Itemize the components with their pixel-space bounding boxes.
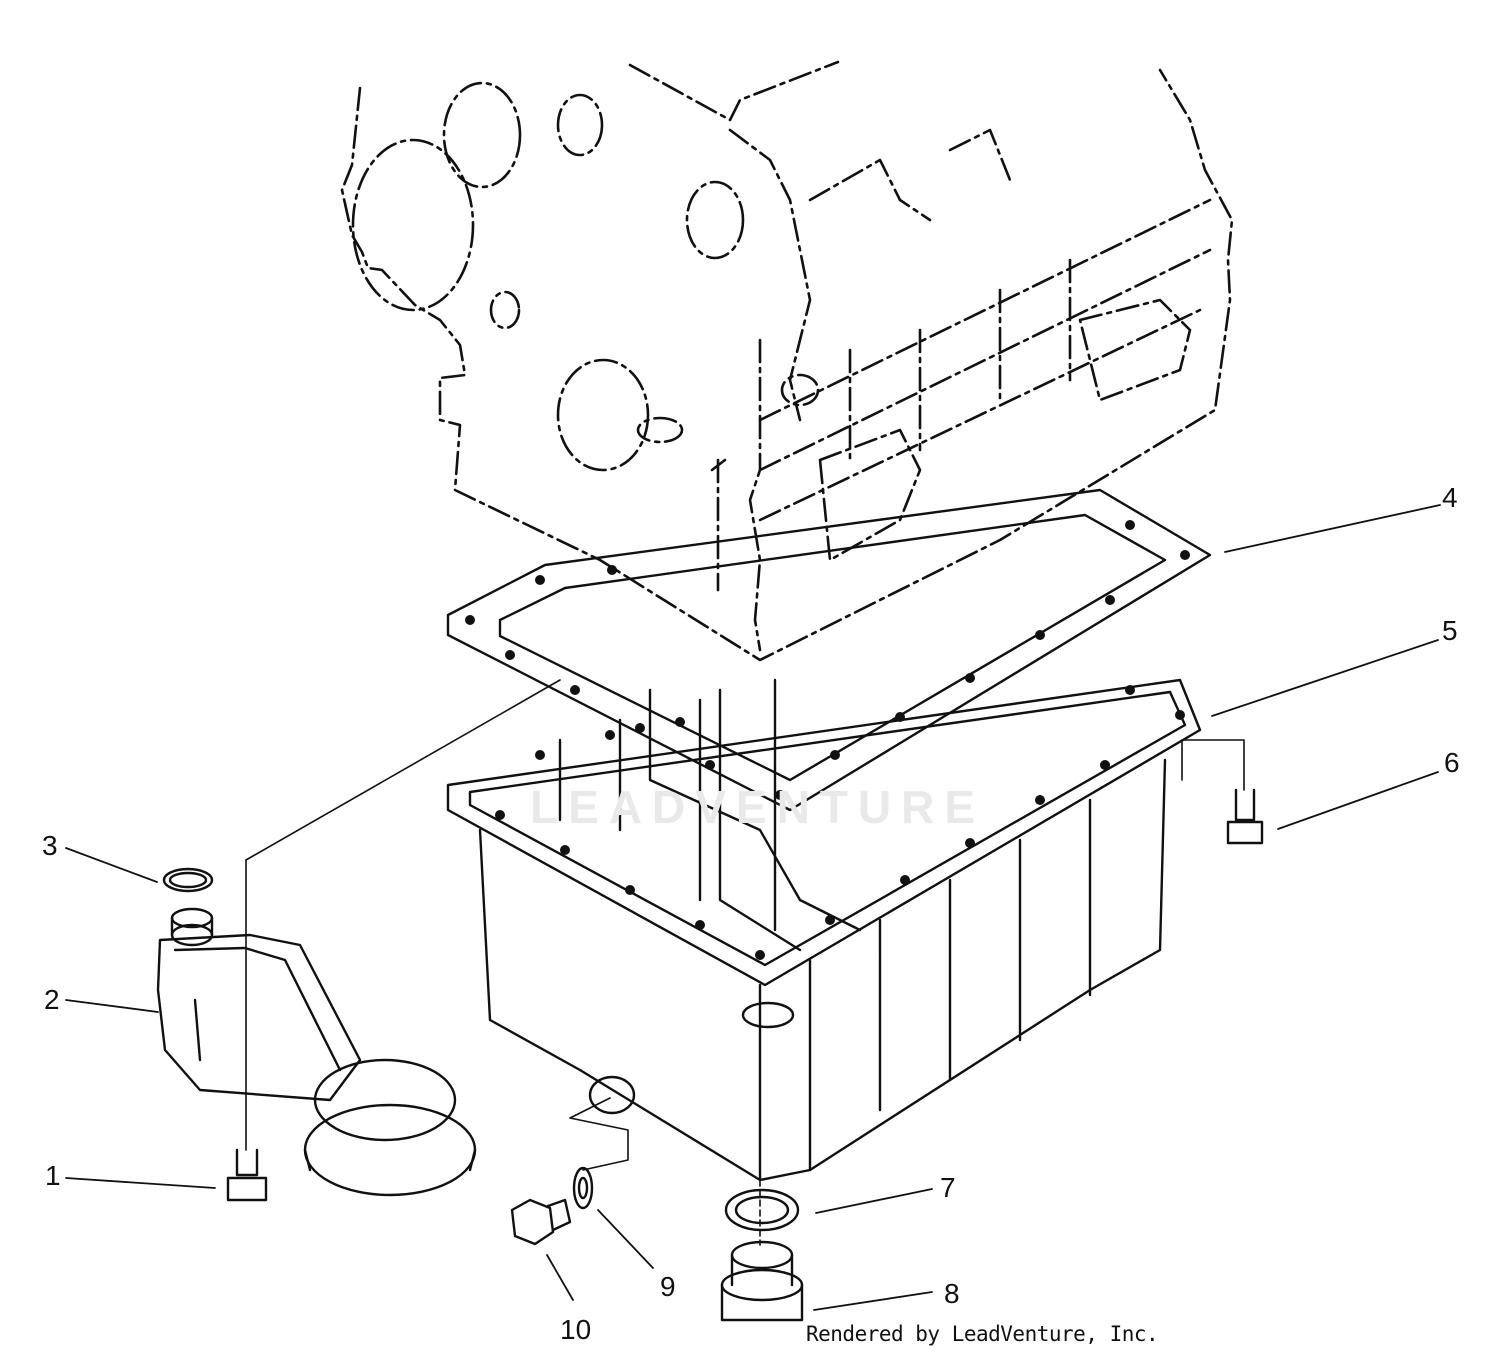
callout-4: 4 xyxy=(1442,482,1458,513)
engine-block-outline xyxy=(340,60,1234,662)
oil-pan-gasket xyxy=(446,488,1212,812)
callout-3: 3 xyxy=(42,830,58,861)
callout-2: 2 xyxy=(44,984,60,1015)
o-ring xyxy=(162,867,214,893)
drain-washer xyxy=(572,1166,594,1210)
callout-10: 10 xyxy=(560,1314,592,1345)
leader-lines xyxy=(65,504,1441,1311)
strainer-bolt xyxy=(226,679,561,1202)
pan-bolt xyxy=(1181,739,1264,845)
oil-pan xyxy=(446,678,1202,1182)
drain-plug xyxy=(720,1179,804,1322)
callout-5: 5 xyxy=(1442,615,1458,646)
seal-washer xyxy=(724,1188,800,1232)
callout-1: 1 xyxy=(45,1160,61,1191)
callout-6: 6 xyxy=(1444,747,1460,778)
callout-8: 8 xyxy=(944,1278,960,1309)
plug-bolt xyxy=(510,1097,629,1246)
callout-9: 9 xyxy=(660,1271,676,1302)
render-credit: Rendered by LeadVenture, Inc. xyxy=(806,1322,1159,1346)
oil-strainer xyxy=(156,907,477,1197)
watermark: LEADVENTURE xyxy=(530,781,986,833)
callout-7: 7 xyxy=(940,1172,956,1203)
